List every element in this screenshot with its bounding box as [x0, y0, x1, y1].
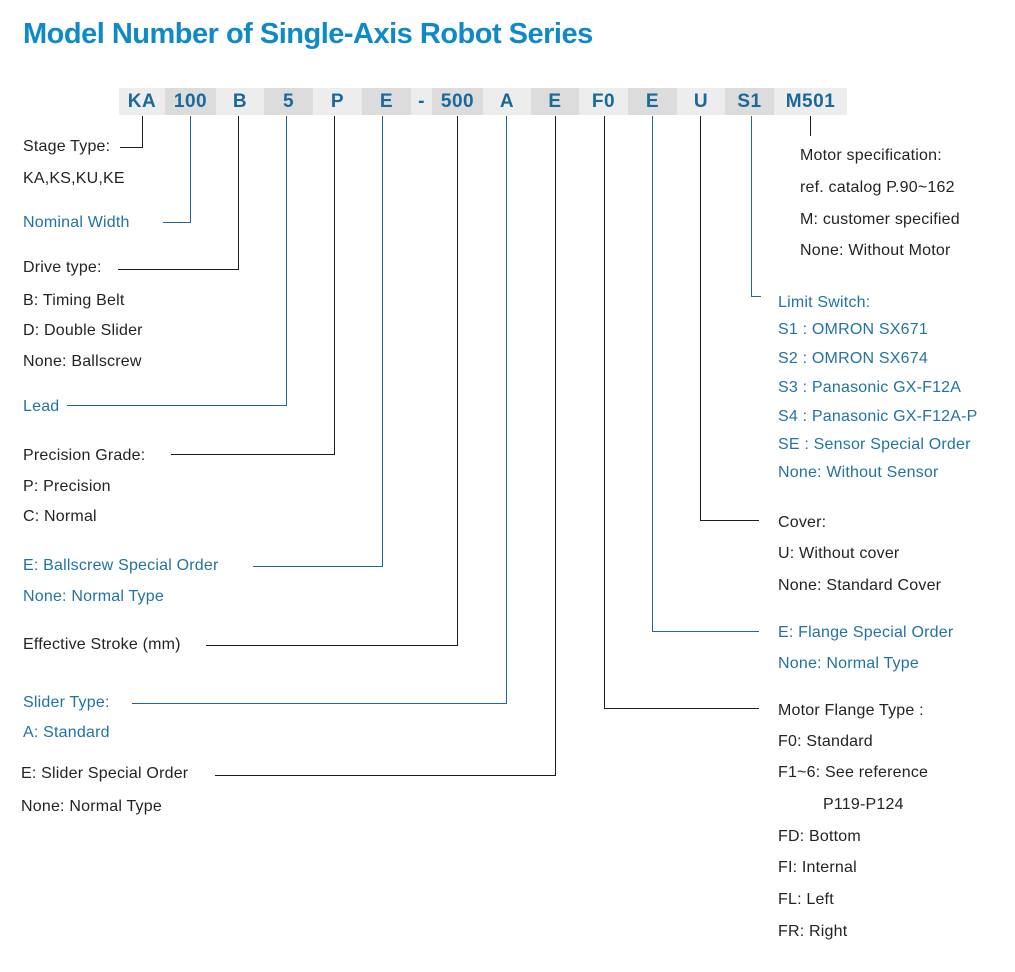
label-limit-5: SE : Sensor Special Order [778, 436, 971, 453]
label-motor-1: ref. catalog P.90~162 [800, 179, 955, 196]
label-flange_type-0: Motor Flange Type : [778, 702, 924, 719]
label-lead-0: Lead [23, 398, 60, 415]
label-flange_special-1: None: Normal Type [778, 655, 919, 672]
label-cover-2: None: Standard Cover [778, 577, 942, 594]
label-flange_special-0: E: Flange Special Order [778, 624, 954, 641]
connector-slider_special-vertical [555, 116, 556, 776]
connector-width-vertical [190, 116, 191, 223]
label-ballscrew-0: E: Ballscrew Special Order [23, 557, 219, 574]
label-limit-4: S4 : Panasonic GX-F12A-P [778, 408, 978, 425]
label-drive-2: D: Double Slider [23, 322, 143, 339]
connector-limit-vertical [751, 116, 752, 297]
connector-ballscrew-horizontal [253, 566, 383, 567]
label-motor-0: Motor specification: [800, 147, 942, 164]
label-motor-2: M: customer specified [800, 211, 960, 228]
segment-limit: S1 [725, 88, 774, 115]
label-width-0: Nominal Width [23, 214, 130, 231]
label-slider_special-0: E: Slider Special Order [21, 765, 189, 782]
connector-motor-vertical [810, 116, 811, 136]
segment-slider_special: E [531, 88, 579, 115]
label-limit-6: None: Without Sensor [778, 464, 939, 481]
connector-lead-horizontal [67, 405, 287, 406]
segment-flange_type: F0 [579, 88, 628, 115]
label-flange_type-5: FI: Internal [778, 859, 857, 876]
connector-limit-horizontal [751, 296, 761, 297]
label-precision-1: P: Precision [23, 478, 111, 495]
label-drive-3: None: Ballscrew [23, 353, 142, 370]
label-cover-0: Cover: [778, 514, 827, 531]
label-flange_type-2: F1~6: See reference [778, 764, 929, 781]
connector-ballscrew-vertical [382, 116, 383, 567]
label-flange_type-1: F0: Standard [778, 733, 873, 750]
connector-stage-vertical [142, 116, 143, 148]
connector-flange_type-vertical [604, 116, 605, 709]
label-drive-1: B: Timing Belt [23, 292, 125, 309]
connector-stroke-horizontal [206, 645, 458, 646]
segment-flange_special: E [628, 88, 677, 115]
connector-cover-vertical [700, 116, 701, 521]
segment-stage: KA [119, 88, 165, 115]
segment-stroke: 500 [432, 88, 483, 115]
page-title: Model Number of Single-Axis Robot Series [23, 18, 593, 50]
label-precision-0: Precision Grade: [23, 447, 146, 464]
label-stage-0: Stage Type: [23, 138, 111, 155]
segment-cover: U [677, 88, 725, 115]
label-limit-0: Limit Switch: [778, 294, 871, 311]
label-stroke-0: Effective Stroke (mm) [23, 636, 181, 653]
label-limit-1: S1 : OMRON SX671 [778, 321, 928, 338]
connector-drive-horizontal [118, 269, 239, 270]
label-slider_special-1: None: Normal Type [21, 798, 162, 815]
segment-dash: - [411, 88, 432, 115]
connector-stage-horizontal [120, 147, 143, 148]
segment-precision: P [313, 88, 362, 115]
segment-motor: M501 [774, 88, 847, 115]
segment-slider: A [483, 88, 531, 115]
label-stage-1: KA,KS,KU,KE [23, 170, 125, 187]
label-flange_type-7: FR: Right [778, 923, 848, 940]
connector-stroke-vertical [457, 116, 458, 646]
connector-cover-horizontal [700, 520, 759, 521]
connector-width-horizontal [163, 222, 191, 223]
segment-width: 100 [165, 88, 216, 115]
connector-flange_type-horizontal [604, 708, 759, 709]
label-precision-2: C: Normal [23, 508, 97, 525]
label-cover-1: U: Without cover [778, 545, 900, 562]
segment-lead: 5 [264, 88, 313, 115]
label-flange_type-4: FD: Bottom [778, 828, 861, 845]
segment-drive: B [216, 88, 264, 115]
connector-lead-vertical [286, 116, 287, 406]
label-ballscrew-1: None: Normal Type [23, 588, 164, 605]
connector-drive-vertical [238, 116, 239, 270]
label-slider-0: Slider Type: [23, 694, 110, 711]
label-flange_type-3: P119-P124 [823, 796, 904, 813]
label-slider-1: A: Standard [23, 724, 110, 741]
label-flange_type-6: FL: Left [778, 891, 834, 908]
connector-flange_special-horizontal [652, 631, 759, 632]
connector-slider_special-horizontal [215, 775, 556, 776]
label-drive-0: Drive type: [23, 259, 102, 276]
label-limit-2: S2 : OMRON SX674 [778, 350, 928, 367]
connector-precision-horizontal [171, 454, 335, 455]
connector-precision-vertical [334, 116, 335, 455]
label-limit-3: S3 : Panasonic GX-F12A [778, 379, 962, 396]
segment-ballscrew: E [362, 88, 411, 115]
connector-flange_special-vertical [652, 116, 653, 632]
connector-slider-vertical [506, 116, 507, 704]
label-motor-3: None: Without Motor [800, 242, 951, 259]
connector-slider-horizontal [132, 703, 507, 704]
